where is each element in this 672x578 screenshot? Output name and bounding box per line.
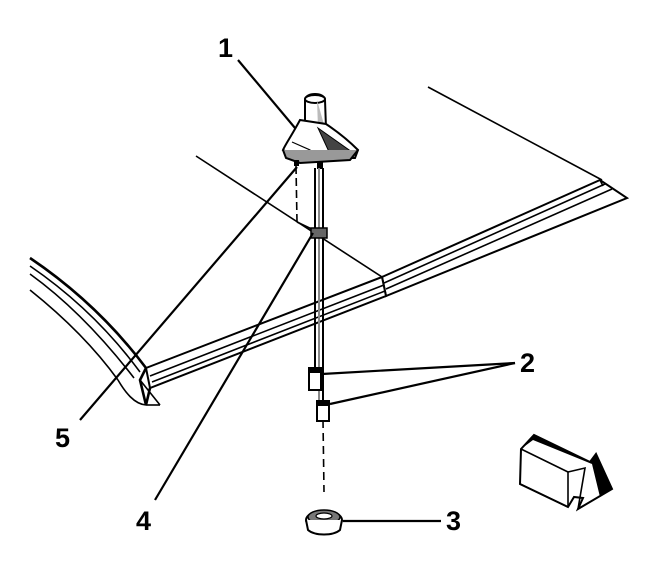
- roof-panel: [29, 86, 630, 406]
- front-direction-arrow-icon: [518, 433, 614, 512]
- callout-5: 5: [55, 423, 70, 453]
- callout-4: 4: [136, 506, 151, 536]
- antenna-cable: [308, 168, 330, 422]
- grommet-seal: [305, 509, 343, 536]
- callout-2: 2: [520, 348, 535, 378]
- antenna-base: [281, 93, 360, 169]
- leader-lines: [79, 59, 516, 523]
- callout-1: 1: [218, 33, 233, 63]
- callout-labels: 1 2 3 4 5: [55, 33, 535, 536]
- callout-3: 3: [446, 506, 461, 536]
